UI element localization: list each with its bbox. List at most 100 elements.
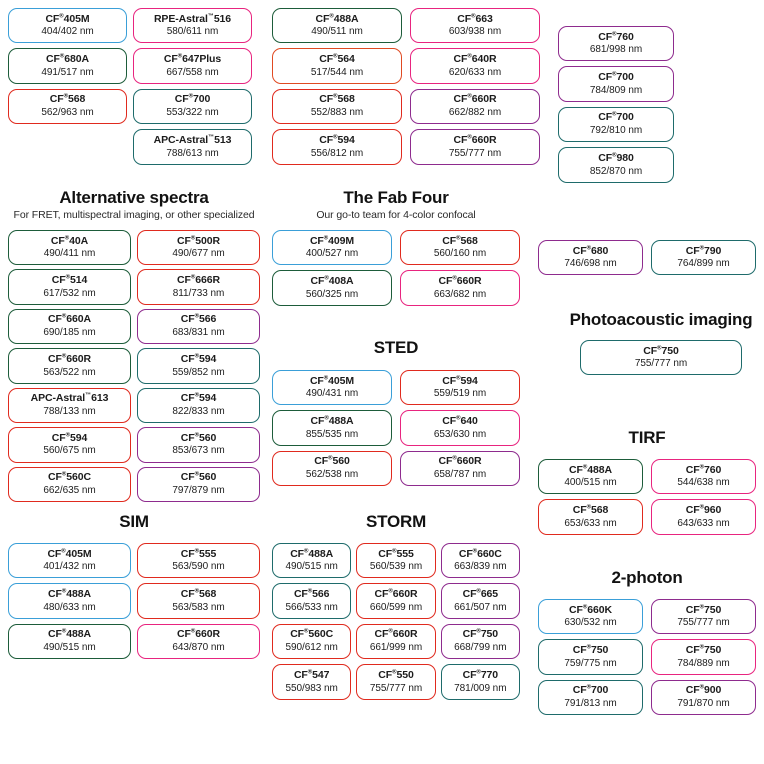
registered-mark-icon: ® [392,669,397,676]
dye-name: CF®700 [174,93,211,106]
registered-mark-icon: ® [324,415,329,422]
dye-spectra: 563/583 nm [172,601,225,613]
registered-mark-icon: ® [612,152,617,159]
section-title: 2-photon [611,568,683,587]
registered-mark-icon: ® [61,353,67,360]
dye-name: CF®594 [442,374,478,387]
registered-mark-icon: ® [452,455,457,462]
trademark-mark-icon: ™ [85,392,92,399]
dye-name: CF®566 [180,313,217,326]
registered-mark-icon: ® [582,604,588,611]
dye-name: CF®555 [378,547,414,560]
registered-mark-icon: ® [61,548,66,555]
dye-name: CF®405M [47,547,92,560]
registered-mark-icon: ® [323,375,329,382]
registered-mark-icon: ® [612,111,617,118]
registered-mark-icon: ® [467,53,472,60]
dye-name: CF®660A [48,313,91,326]
registered-mark-icon: ® [699,504,704,511]
dye-name: CF®568 [442,234,478,247]
dye-name: CF®500R [177,234,220,247]
registered-mark-icon: ® [61,628,67,635]
